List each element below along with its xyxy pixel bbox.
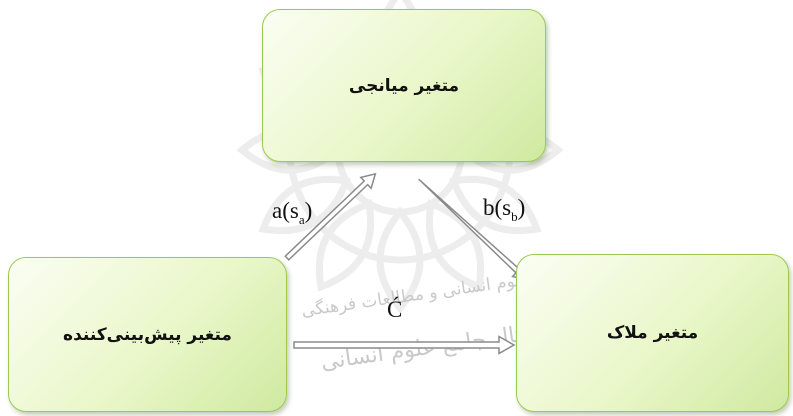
criterion-label: متغیر ملاک — [606, 323, 699, 343]
path-a-close: ) — [304, 198, 313, 223]
path-b-sub: b — [511, 209, 518, 224]
predictor-node: متغیر پیش‌بینی‌کننده — [8, 257, 287, 412]
predictor-label: متغیر پیش‌بینی‌کننده — [63, 324, 232, 345]
arrow-b — [418, 178, 529, 281]
path-c-prime-label: Ć — [387, 297, 403, 322]
arrow-a — [284, 172, 377, 261]
path-b-main: b(s — [483, 195, 512, 220]
mediator-node: متغیر میانجی — [262, 9, 546, 162]
path-b-close: ) — [517, 195, 526, 220]
criterion-node: متغیر ملاک — [516, 254, 789, 412]
path-a-main: a(s — [272, 198, 299, 223]
arrow-c-prime — [293, 335, 516, 355]
path-b-label: b(sb) — [483, 195, 525, 225]
path-a-sub: a — [298, 212, 305, 227]
path-a-label: a(sa) — [272, 198, 312, 228]
mediator-label: متغیر میانجی — [348, 75, 460, 96]
